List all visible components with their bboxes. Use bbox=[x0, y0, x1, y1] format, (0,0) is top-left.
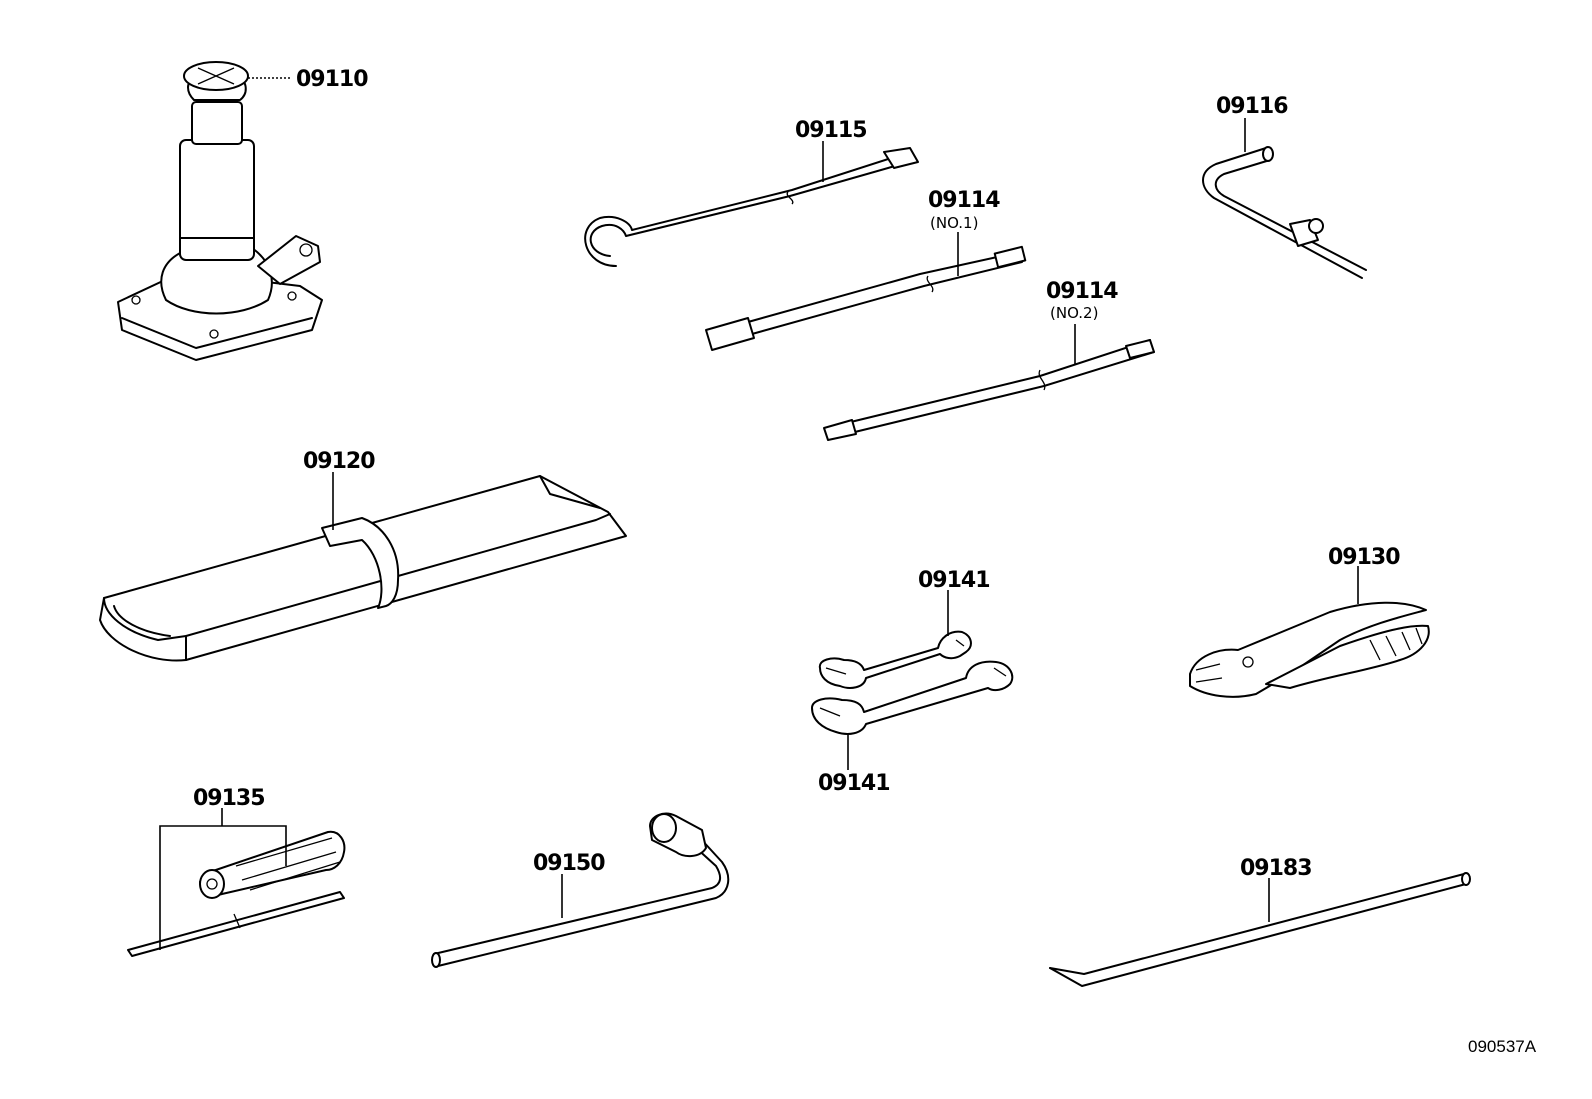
tool-bag-drawing bbox=[99, 472, 627, 662]
bent-handle-drawing bbox=[1202, 118, 1367, 279]
part-qualifier-no1: (NO.1) bbox=[930, 214, 978, 232]
part-number-09130: 09130 bbox=[1328, 545, 1400, 570]
part-number-09120: 09120 bbox=[303, 449, 375, 474]
wrench-upper-drawing bbox=[818, 590, 972, 689]
part-number-09115: 09115 bbox=[795, 118, 867, 143]
jack-handle-extension-no1-drawing bbox=[705, 232, 1027, 351]
drawing-id: 090537A bbox=[1468, 1037, 1537, 1056]
part-qualifier-no2: (NO.2) bbox=[1050, 304, 1098, 322]
part-number-09183: 09183 bbox=[1240, 856, 1312, 881]
pliers-drawing bbox=[1189, 566, 1430, 698]
jack-drawing bbox=[117, 61, 323, 361]
part-number-09110: 09110 bbox=[296, 67, 368, 92]
jack-handle-drawing bbox=[584, 141, 919, 267]
part-number-09141-upper: 09141 bbox=[918, 568, 990, 593]
part-number-09150: 09150 bbox=[533, 851, 605, 876]
wrench-lower-drawing bbox=[811, 660, 1014, 770]
jack-handle-extension-no2-drawing bbox=[823, 324, 1155, 441]
part-number-09114-no1: 09114 bbox=[928, 188, 1000, 213]
part-number-09116: 09116 bbox=[1216, 94, 1288, 119]
part-number-09135: 09135 bbox=[193, 786, 265, 811]
screwdriver-drawing bbox=[127, 808, 346, 957]
part-number-09141-lower: 09141 bbox=[818, 771, 890, 796]
hub-nut-wrench-drawing bbox=[431, 812, 730, 968]
part-number-09114-no2: 09114 bbox=[1046, 279, 1118, 304]
bar-drawing bbox=[1049, 872, 1471, 987]
